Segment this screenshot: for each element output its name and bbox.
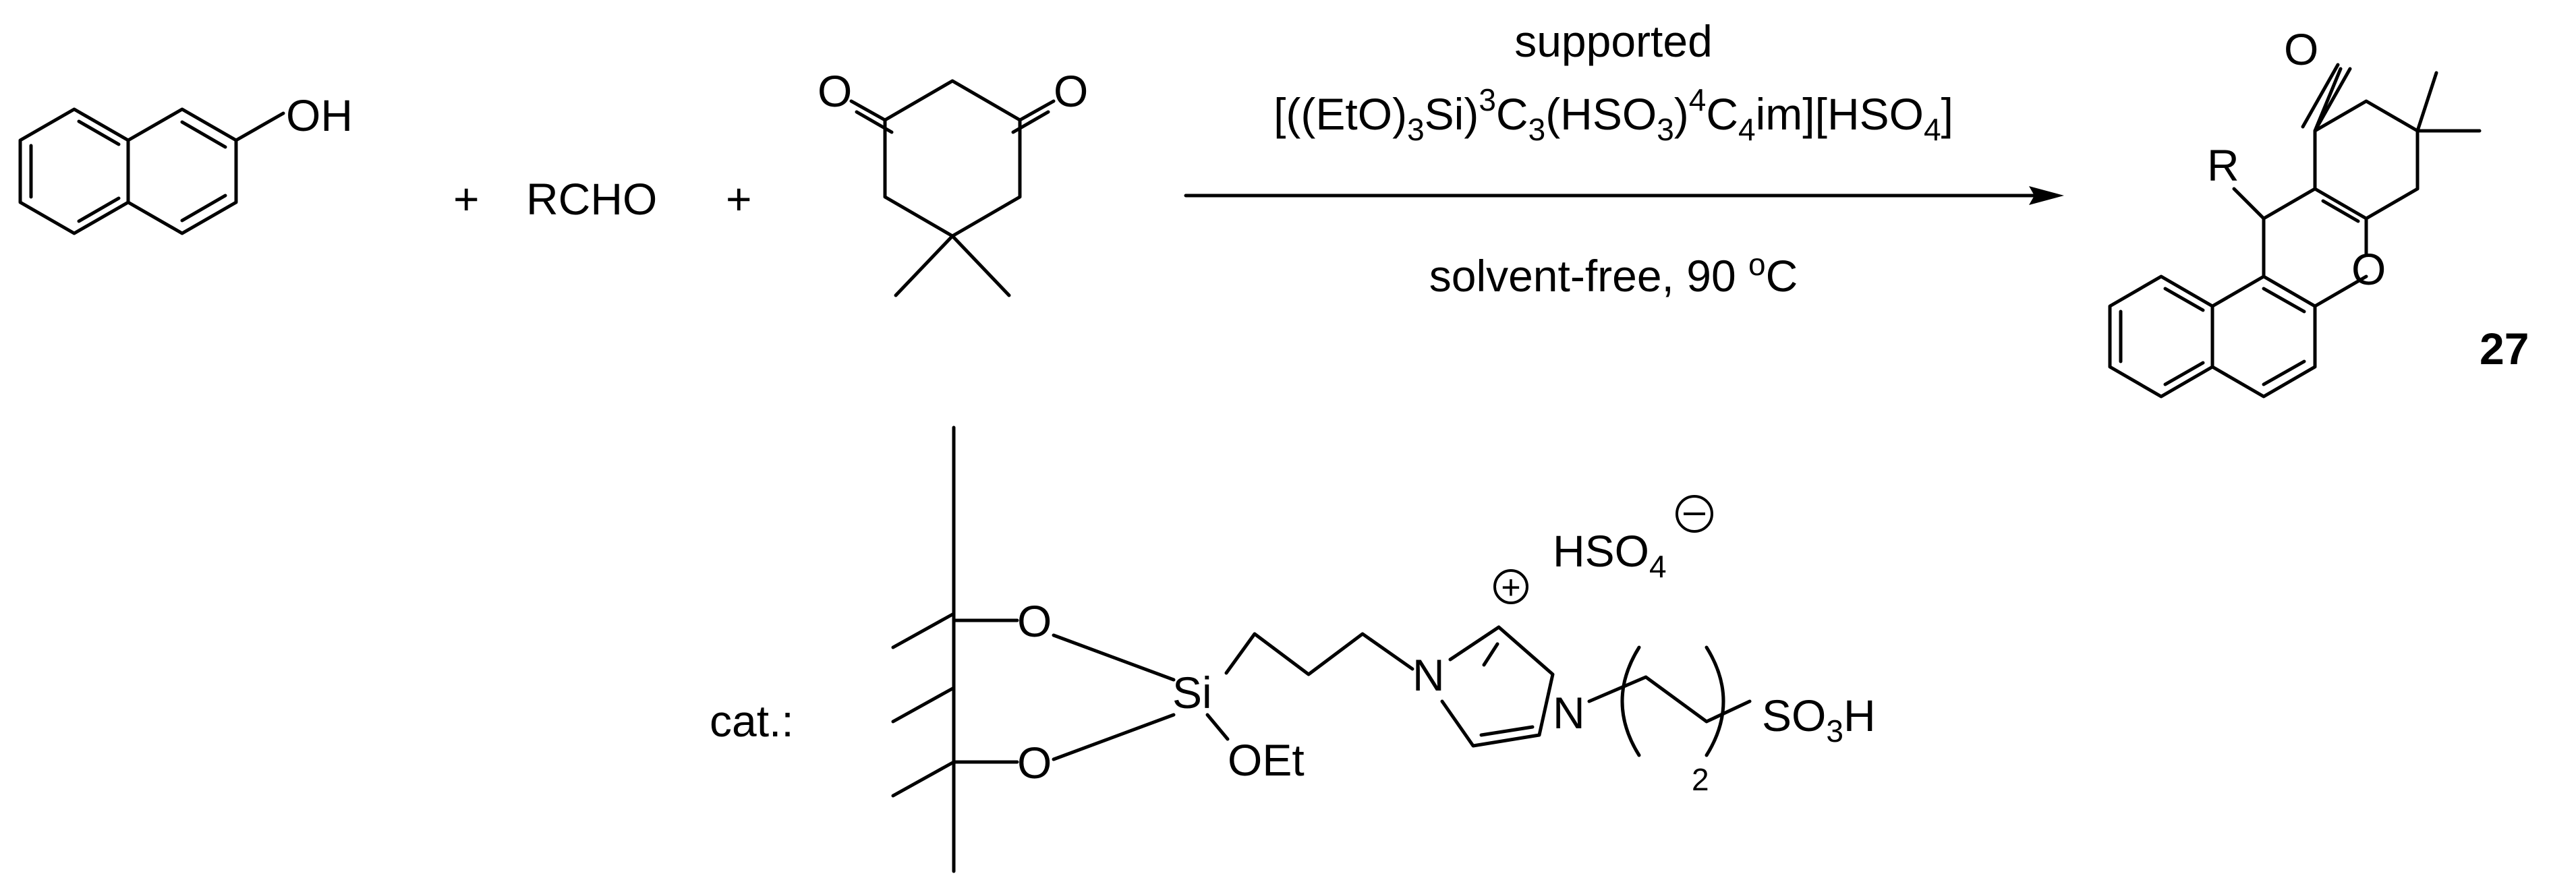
aldehyde-label: RCHO <box>526 174 657 224</box>
dimedone-o-right: O <box>1054 66 1088 116</box>
product-structure: O R O 27 <box>2108 24 2529 399</box>
repeat-count: 2 <box>1692 762 1709 797</box>
catalyst-anion: HSO4 <box>1553 526 1667 584</box>
dimedone-carbonyl-left <box>849 99 894 134</box>
conditions-catalyst-formula: [((EtO)3Si)3C3(HSO3)4C4im][HSO4] <box>1273 82 1953 147</box>
conditions-supported: supported <box>1514 16 1713 66</box>
repeat-bracket-right <box>1705 645 1725 757</box>
anion-charge <box>1676 495 1713 533</box>
naphthol-c-o-bond <box>234 111 285 142</box>
surface-hatches <box>891 612 956 798</box>
imidazolium-ring <box>1440 625 1555 748</box>
product-cyclohexenone-ring <box>2313 99 2420 221</box>
product-gem-dimethyl <box>2415 71 2482 133</box>
dimedone-ring <box>883 79 1022 238</box>
catalyst-o-lower: O <box>1017 738 1052 788</box>
compound-number: 27 <box>2480 324 2529 374</box>
dimedone-o-left: O <box>818 66 852 116</box>
catalyst-structure: cat.: O O Si OEt N + N 2 SO3H HSO4 <box>710 426 1876 873</box>
surface-o-bonds <box>952 618 1019 764</box>
product-o-carbonyl: O <box>2284 24 2318 74</box>
naphthol-oh-label: OH <box>286 90 353 140</box>
imidazolium-double-bonds <box>1479 642 1535 737</box>
conditions-solvent-temp: solvent-free, 90 oC <box>1429 247 1798 301</box>
o-si-bonds <box>1052 633 1176 761</box>
catalyst-sulfonic-acid: SO3H <box>1762 691 1876 749</box>
alkyl-chain <box>1587 675 1752 724</box>
dimedone-gem-dimethyl <box>894 234 1011 297</box>
product-r-group: R <box>2207 140 2239 190</box>
svg-text:+: + <box>1501 568 1520 606</box>
catalyst-n-cation: N <box>1412 650 1445 700</box>
dimedone-structure: O O <box>818 66 1088 297</box>
naphthol-structure: OH <box>18 90 353 235</box>
si-oet-bond <box>1205 713 1230 741</box>
catalyst-label: cat.: <box>710 696 794 746</box>
plus-sign-1: + <box>453 174 480 224</box>
product-r-bond <box>2232 187 2266 221</box>
product-naphtho-ring <box>2210 274 2317 399</box>
naphthol-double-bonds <box>29 119 227 223</box>
catalyst-o-upper: O <box>1017 596 1052 646</box>
product-o-ring: O <box>2351 244 2386 294</box>
dimedone-carbonyl-right <box>1011 99 1056 134</box>
reaction-conditions: supported [((EtO)3Si)3C3(HSO3)4C4im][HSO… <box>1184 16 2064 301</box>
catalyst-n-alkyl: N <box>1553 688 1585 738</box>
naphthol-left-ring <box>18 107 130 235</box>
propyl-linker <box>1224 632 1414 676</box>
repeat-bracket-left <box>1620 645 1641 757</box>
product-aromatic-double-bonds <box>2119 287 2306 386</box>
catalyst-oet: OEt <box>1228 735 1305 785</box>
product-benzo-ring <box>2108 274 2214 399</box>
product-carbonyl <box>2301 63 2352 133</box>
reaction-arrow-head <box>2029 186 2064 205</box>
catalyst-si: Si <box>1172 668 1212 718</box>
plus-sign-2: + <box>726 174 752 224</box>
product-enone-double-bond <box>2321 199 2360 223</box>
cation-charge: + <box>1493 568 1528 606</box>
naphthol-right-ring <box>126 107 238 235</box>
